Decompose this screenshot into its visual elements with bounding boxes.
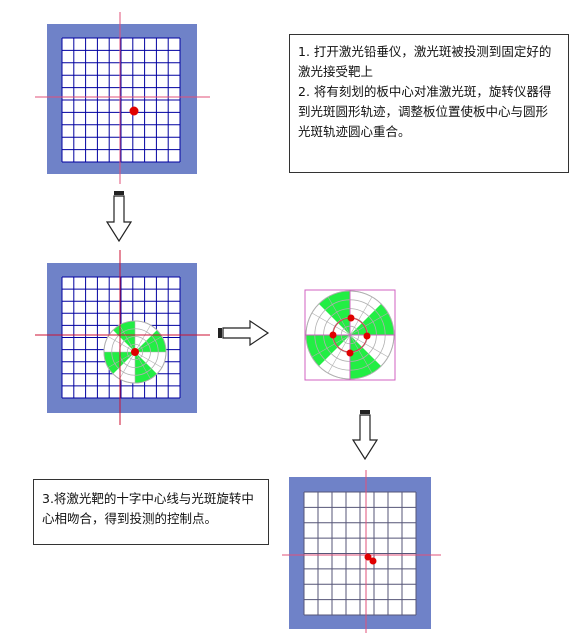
radial-line: [119, 351, 136, 379]
laser-spot: [131, 348, 139, 356]
green-sector: [306, 335, 350, 367]
radial-line: [327, 296, 351, 336]
green-sector: [350, 335, 382, 379]
laser-spot: [363, 332, 371, 340]
laser-spot: [329, 331, 337, 339]
laser-spot: [346, 349, 354, 357]
radial-line: [349, 296, 373, 336]
laser-spot: [364, 553, 372, 561]
radial-line: [134, 351, 162, 368]
radial-line: [311, 312, 351, 336]
radial-line: [349, 334, 389, 358]
instruction-box-steps-1-2: 1. 打开激光铅垂仪，激光斑被投测到固定好的激光接受靶上 2. 将有刻划的板中心…: [289, 34, 569, 173]
radial-line: [311, 334, 351, 358]
target-panel-1: [35, 12, 210, 184]
target-grid: [303, 491, 417, 616]
target-grid: [61, 37, 181, 163]
green-sector: [135, 352, 157, 383]
target-panel-3: [282, 470, 441, 633]
radial-line: [108, 351, 136, 368]
radial-line: [134, 351, 151, 379]
radial-line: [349, 312, 389, 336]
radial-line: [119, 325, 136, 353]
laser-spot: [129, 106, 139, 116]
control-point: [369, 557, 377, 565]
radial-line: [108, 336, 136, 353]
down-arrow-icon: [351, 410, 379, 461]
down-arrow-icon: [105, 191, 133, 243]
step-2-text: 2. 将有刻划的板中心对准激光斑，旋转仪器得到光斑圆形轨迹，调整板位置使板中心与…: [298, 84, 552, 139]
step-1-text: 1. 打开激光铅垂仪，激光斑被投测到固定好的激光接受靶上: [298, 44, 552, 79]
green-sector: [135, 330, 166, 352]
laser-spot: [347, 314, 355, 322]
right-arrow-icon: [218, 319, 270, 347]
radial-line: [327, 334, 351, 374]
radial-line: [134, 325, 151, 353]
green-sector: [113, 321, 135, 352]
instruction-box-step-3: 3.将激光靶的十字中心线与光斑旋转中心相吻合，得到投测的控制点。: [33, 479, 269, 545]
sector-panel: [304, 289, 396, 381]
green-sector: [318, 291, 350, 335]
green-sector: [350, 303, 395, 335]
radial-line: [134, 336, 162, 353]
radial-line: [349, 334, 373, 374]
target-panel-2: [35, 250, 210, 425]
step-3-text: 3.将激光靶的十字中心线与光斑旋转中心相吻合，得到投测的控制点。: [42, 491, 254, 526]
